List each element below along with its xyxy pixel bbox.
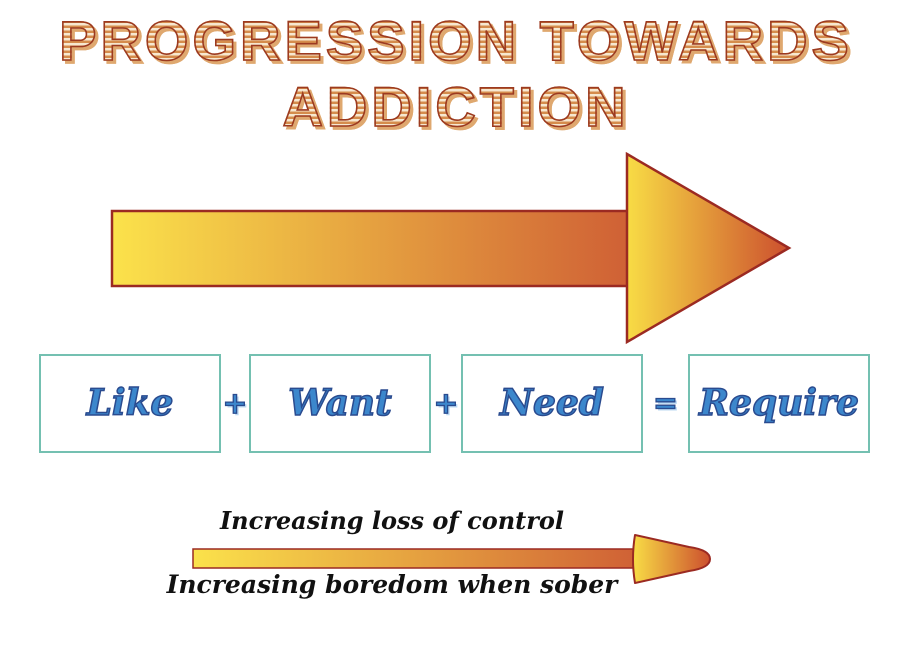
require-box: Require [688,353,870,453]
want-box: Want [249,353,431,453]
need-box: Need [461,353,643,453]
like-label: Like [86,381,174,425]
page-title-line2: ADDICTION [0,74,912,140]
page-title-line1: PROGRESSION TOWARDS [0,8,912,74]
equals-operator: = [652,385,679,421]
plus-operator-1: + [222,385,248,421]
small-legend-arrow [192,534,711,584]
big-arrow-head [625,151,792,345]
plus-operator-2: + [433,385,459,421]
boredom-when-sober-caption: Increasing boredom when sober [166,570,618,599]
need-label: Need [499,381,604,425]
big-progression-arrow [110,151,792,345]
small-arrow-shaft [192,548,643,569]
page-title: PROGRESSION TOWARDS ADDICTION [0,8,912,140]
like-box: Like [39,353,221,453]
small-arrow-head [632,534,711,584]
loss-of-control-caption: Increasing loss of control [219,506,565,535]
sequence-row: Like + Want + Need = Require [39,351,870,455]
big-arrow-shaft [110,209,636,288]
require-label: Require [698,381,859,425]
want-label: Want [288,381,393,425]
